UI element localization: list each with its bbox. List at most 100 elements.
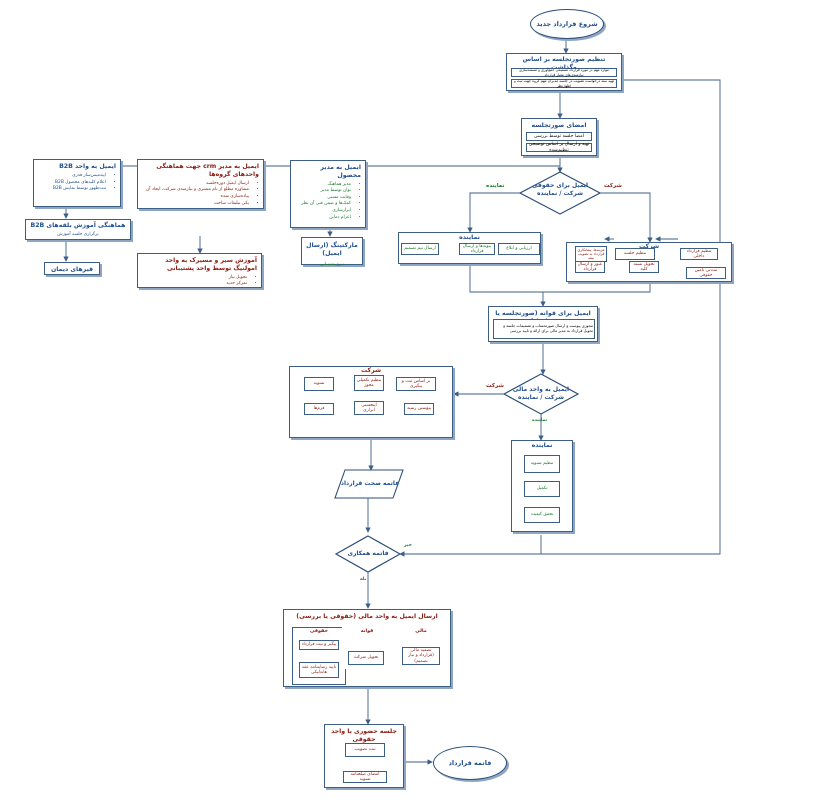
comp1-item: تنظیم قرارداد داخلی [680,248,718,260]
mgr-item: ابزارسازی [295,208,351,215]
b2b-item: اپیدمیس‌ساز قدری [38,173,106,180]
comp2-item: تسویه [304,377,334,391]
b2b-box: ایمیل به واحد B2B اپیدمیس‌ساز قدری اعلام… [33,159,121,207]
crm-item: یکی تبلیغات ساخت [142,201,249,208]
comp1-item: هزینه‌ها، پیمانکاری قرارداد به تصویب بیم… [575,246,607,262]
drafting-text: فاتمه صحت قرارداد [340,480,400,487]
b2b-train-sub: برگزاری جلسه آموزش [57,231,99,237]
rep2-item: تنظیم تسویه [524,455,560,473]
decision-diamond-legal [518,171,602,215]
crm-box: ایمیل به مدیر crm جهت هماهنگی واحدهای گر… [137,159,264,209]
connector [469,264,543,293]
crm-train-list: تحویل نیاز تمرکز جدید [142,275,257,287]
decision1-text: ایمیل برای حقوقی شرکت / نماینده [531,182,589,197]
connector [543,282,651,293]
mgr-item: توان توسط مدیر [295,188,351,195]
mgr-list: مدیر هماهنگ توان توسط مدیر وقایت مستی کم… [295,182,361,222]
decision-diamond-finance [502,373,580,415]
crm-item: ارسال ایمیل دوره‌جلسه [142,181,249,188]
rep2-item: تکمیل [524,481,560,497]
rep2-title: نماینده [531,442,553,449]
marketing-title: مارکتینگ (ارسال ایمیل) [306,242,358,257]
meeting-box: جلسه حضوری با واحد حقوقی ثبت تصویب امضای… [324,724,404,788]
comp1-item: تحویل بسته کلید [629,261,659,273]
finance-contract-title: قوانه [360,629,374,634]
finance-box: ارسال ایمیل به واحد مالی (حقوقی یا بررسی… [283,609,451,687]
comp1-title: شرکت [638,243,660,250]
end-node: فاتمه قرارداد [433,746,507,780]
comp1-item: ثبت‌تی تامین حقوقی [686,267,726,279]
mgr-item: کمک‌ها و ضمن فنی آن نظر [295,201,351,208]
mgr-item: اعزام دماین [295,215,351,222]
crm-item: پیاده‌سازی شده [142,194,249,201]
finance-title: ارسال ایمیل به واحد مالی (حقوقی یا بررسی… [296,613,438,620]
rep1-title: نماینده [459,234,480,241]
decision2-text: ایمیل به واحد مالی شرکت / نماینده [512,386,570,401]
crm-train-box: آموزش سیر و مسیرک به واحد امولنیگ توسط و… [137,253,262,288]
finance-legal-item: پیگیر و ثبت قرارداد [299,640,339,650]
comp1-item: عبور و ارسال قرارداد [575,261,605,273]
prep-line2: تهیه سند درخواست تصویب در جلسه مدیران مه… [511,79,617,88]
b2b-title: ایمیل به واحد B2B [59,163,116,170]
meeting-item: امضای صلحنامه تسویه [343,771,387,783]
crm-item: مشاوره مطلع از نام مشتری و نیازمندی شرکت… [142,187,249,194]
decision3-right-label: خیر [404,543,412,548]
finance-legal-item: تایید رضایتنامه عقد هاندلیکی [299,662,339,678]
prep-box: تنظیم صورتجلسه بر اساس وگذاشت موارد مهم … [506,53,622,91]
connector [399,535,542,557]
comp2-title: شرکت [360,367,382,374]
connector [400,79,721,555]
comp1-item: تنظیم جلسه [615,248,655,260]
decision-diamond-end [334,535,402,573]
sign-item: تهیه و ارسال بر اساس توضیحی تنظیم‌شده [526,142,592,153]
drafting-parallelogram [334,469,404,499]
marketing-box: مارکتینگ (ارسال ایمیل) نیرو پشتیبانی [301,237,363,267]
meeting-item: ثبت تصویب [345,743,385,757]
decision1-right-label: شرکت [604,183,622,189]
mgr-item: وقایت مستی [295,195,351,202]
finance-fin-item: تصفیه مالی (قرارداد و نیاز تصمیم) [402,647,440,665]
prep-line1: موارد مهم در مورد قرارداد تصمیمی جمع‌آور… [511,68,617,77]
b2b-train-box: هماهنگی آموزش بلقه‌های B2B برگزاری جلسه … [25,219,131,240]
sign-item: امضا جلسه توسط بررسی [526,132,592,141]
b2b-list: اپیدمیس‌ساز قدری اعلام کلیه‌های محصول B2… [38,173,116,193]
sign-title: امضای صورتجلسه [531,122,587,129]
finance-legal-title: حقوقی [310,629,328,634]
connector [467,192,520,233]
finance-contract-item: تحویل شرکت [348,651,384,665]
rep1-box: نماینده ارزیابی و ابلاغ بیوندها و ارسال … [398,232,541,264]
comp2-item: بر اساس ثبت و پیگیری [396,377,436,391]
mgr-title: ایمیل به مدیر محصول [320,164,361,179]
decision2-left-label: شرکت [486,383,504,389]
comp2-item: پیوستن رسید [404,403,434,415]
finance-fin-title: مالی [415,629,427,634]
mgr-box: ایمیل به مدیر محصول مدیر هماهنگ توان توس… [290,160,366,228]
b2b-client-text: قیرهای دیمان [50,266,94,273]
crm-list: ارسال ایمیل دوره‌جلسه مشاوره مطلع از نام… [142,181,259,208]
email-legal-body: مجوزی پیوست و ارسال صورتحساب و تصمیمات ج… [493,319,595,339]
decision2-down-label: نماینده [532,418,548,423]
rep1-item: ارسال تیم تصمیم [401,243,439,255]
marketing-sub: نیرو پشتیبانی [320,261,344,267]
comp2-item: تنظیم تکمیلی مجوز [354,375,384,391]
decision3-down-label: بله [360,577,367,582]
sign-box: امضای صورتجلسه امضا جلسه توسط بررسی تهیه… [521,118,597,156]
comp2-item: اینجستی ابزاری [354,401,384,415]
decision3-text: فاتمه همکاری [347,550,389,557]
finance-fin-group: مالی تصفیه مالی (قرارداد و نیاز تصمیم) [396,627,446,669]
meeting-title: جلسه حضوری با واحد حقوقی [331,728,397,743]
comp1-box: شرکت تنظیم قرارداد داخلی تنظیم جلسه هزین… [566,242,732,282]
prep-title: تنظیم صورتجلسه بر اساس وگذاشت [522,56,606,71]
comp2-item: فرم‌ها [304,403,334,415]
crm-title: ایمیل به مدیر crm جهت هماهنگی واحدهای گر… [156,163,259,178]
connector [600,192,653,243]
b2b-client-box: قیرهای دیمان [44,262,100,275]
finance-legal-group: حقوقی پیگیر و ثبت قرارداد تایید رضایتنام… [292,627,346,685]
rep1-item: بیوندها و ارسال قرارداد [459,243,495,255]
crm-train-item: تحویل نیاز [142,275,247,281]
b2b-item: ثبت‌ظهور توسط نمایش B2B [38,186,106,193]
rep2-box: نماینده تنظیم تسویه تکمیل تحقق کیفیت [511,440,573,532]
rep2-item: تحقق کیفیت [524,507,560,523]
b2b-item: اعلام کلیه‌های محصول B2B [38,180,106,187]
